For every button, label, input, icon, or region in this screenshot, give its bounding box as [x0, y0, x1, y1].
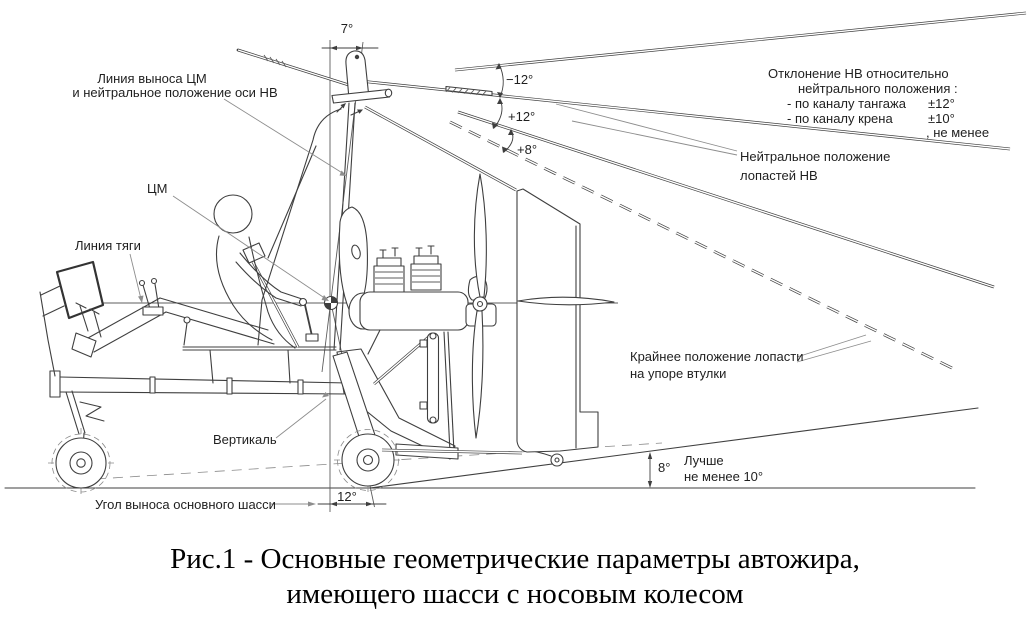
wheel-contact-dashed-line: [95, 442, 663, 480]
dim-12deg-gear: [317, 501, 387, 507]
label-main-gear-offset: Угол выноса основного шасси: [95, 497, 276, 512]
suspension-damper: [426, 332, 440, 424]
dimensions: [317, 45, 653, 507]
angle-plus8: +8°: [517, 142, 537, 157]
caption-line1: Рис.1 - Основные геометрические параметр…: [170, 543, 860, 575]
label-extreme-blade-line1: Крайнее положение лопасти: [630, 349, 804, 364]
main-gear: [332, 331, 459, 491]
deflection-pitch-value: ±12°: [928, 96, 955, 111]
pilot-hand: [298, 297, 308, 307]
label-better-line2: не менее 10°: [684, 469, 763, 484]
prop-blade-lower: [471, 310, 484, 439]
deflection-pitch-label: - по каналу тангажа: [787, 96, 907, 111]
tail-clearance-line: [369, 407, 979, 489]
pilot-foot: [71, 332, 97, 358]
nose-gear: [51, 390, 111, 493]
fuel-tank: [338, 206, 368, 317]
labels: Линия выноса ЦМ и нейтральное положение …: [72, 21, 989, 512]
deflection-note-min: , не менее: [926, 125, 989, 140]
label-cm: ЦМ: [147, 181, 167, 196]
tail-fin: [516, 188, 615, 453]
center-of-mass-symbol: [323, 295, 339, 311]
tail-skid-wheel: [550, 453, 564, 467]
angle-minus12: −12°: [506, 72, 533, 87]
main-tire-dashed: [337, 429, 399, 491]
dim-8deg-clearance: [647, 452, 653, 488]
tail-boom: [381, 448, 564, 467]
crankcase: [359, 291, 469, 331]
nose-tire-dashed: [51, 433, 111, 493]
label-cm-offset-line2: и нейтральное положение оси НВ: [72, 85, 277, 100]
label-better-line1: Лучше: [684, 453, 724, 468]
prop-hub: [472, 296, 488, 312]
angle-7deg: 7°: [341, 21, 353, 36]
label-thrust-line: Линия тяги: [75, 238, 141, 253]
pilot-head: [213, 194, 253, 234]
keel-beam: [49, 346, 349, 398]
airframe: [39, 48, 615, 493]
label-neutral-position-line1: Нейтральное положение: [740, 149, 890, 164]
cockpit-controls: [75, 277, 319, 346]
blade-airfoil-section: [445, 85, 493, 97]
deflection-angle-arcs: [492, 63, 514, 153]
deflection-roll-label: - по каналу крена: [787, 111, 893, 126]
cylinder-1: [373, 265, 405, 293]
propeller: [471, 173, 488, 439]
teeter-tower: [345, 50, 370, 100]
dim-7deg: [321, 45, 379, 51]
rotor-blade-side-view: [517, 296, 615, 306]
rotor-deflection-fan: [359, 11, 1027, 372]
leader-lines: [129, 98, 872, 507]
angle-8deg-clearance: 8°: [658, 460, 670, 475]
pilot-figure: [71, 194, 308, 358]
instrument-pod: [39, 260, 105, 377]
label-vertical: Вертикаль: [213, 432, 277, 447]
angle-12deg-gear: 12°: [337, 489, 357, 504]
caption-line2: имеющего шасси с носовым колесом: [286, 578, 743, 610]
deflection-note-line2: нейтрального положения :: [798, 81, 958, 96]
deflection-roll-value: ±10°: [928, 111, 955, 126]
deflection-note-line1: Отклонение НВ относительно: [768, 66, 949, 81]
label-neutral-position-line2: лопастей НВ: [740, 168, 818, 183]
label-cm-offset-line1: Линия выноса ЦМ: [97, 71, 206, 86]
figure-caption: Рис.1 - Основные геометрические параметр…: [170, 543, 860, 610]
prop-blade-upper: [473, 173, 487, 298]
label-extreme-blade-line2: на упоре втулки: [630, 366, 726, 381]
cylinder-2: [410, 263, 442, 291]
angle-plus12: +12°: [508, 109, 535, 124]
rotor-hub: [236, 48, 393, 116]
